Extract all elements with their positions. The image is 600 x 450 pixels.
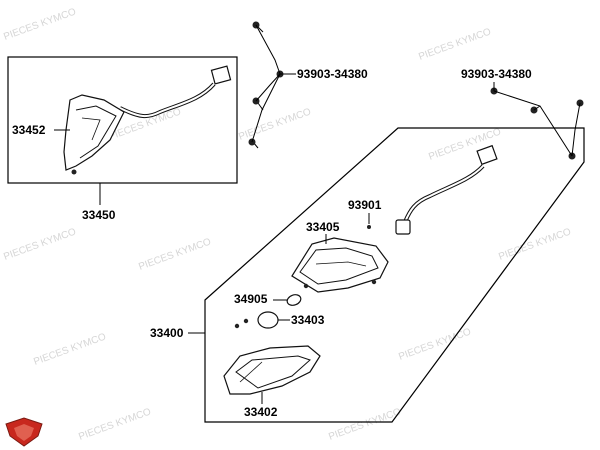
svg-text:PIECES KYMCO: PIECES KYMCO: [77, 406, 153, 442]
screw-top-4: [248, 138, 259, 149]
label-top-screws-ref: 93903-34380: [297, 67, 368, 81]
rear-lamp-outline: [204, 127, 585, 423]
svg-text:PIECES KYMCO: PIECES KYMCO: [327, 406, 403, 442]
rear-lamp-housing: [291, 237, 389, 293]
label-rear-lamp-housing: 33405: [306, 220, 340, 234]
svg-text:PIECES KYMCO: PIECES KYMCO: [32, 331, 108, 367]
svg-text:PIECES KYMCO: PIECES KYMCO: [237, 106, 313, 142]
screw-top-1: [252, 21, 264, 33]
svg-text:PIECES KYMCO: PIECES KYMCO: [497, 226, 573, 262]
brand-shield-logo: [5, 417, 43, 447]
rear-lamp-connector: [476, 144, 498, 166]
label-front-lamp-lens: 33452: [12, 123, 46, 137]
svg-text:PIECES KYMCO: PIECES KYMCO: [397, 326, 473, 362]
label-bulb-holder: 33403: [291, 313, 325, 327]
front-lamp-connector: [210, 65, 232, 85]
rear-bulb-socket: [395, 219, 411, 235]
top-screws-group: 93903-34380: [248, 21, 368, 149]
svg-text:PIECES KYMCO: PIECES KYMCO: [2, 226, 78, 262]
front-lamp-box: [7, 56, 238, 184]
label-rear-lamp-lens: 33402: [244, 405, 278, 419]
rear-bulb: [286, 294, 302, 306]
label-bulb: 34905: [234, 292, 268, 306]
front-lamp-lens: [63, 94, 125, 171]
svg-text:PIECES KYMCO: PIECES KYMCO: [137, 236, 213, 272]
svg-text:PIECES KYMCO: PIECES KYMCO: [417, 26, 493, 62]
right-screws-group: 93903-34380: [461, 67, 584, 160]
rear-bulb-holder: [257, 311, 279, 329]
svg-text:PIECES KYMCO: PIECES KYMCO: [2, 6, 78, 42]
front-lamp-assembly: 33452 33450: [7, 56, 238, 222]
label-right-screws-ref: 93903-34380: [461, 67, 532, 81]
label-rear-lamp-assy: 33400: [150, 326, 184, 340]
rear-lamp-assembly: 93901 33405 34905 33403 33402 33400: [150, 127, 585, 423]
rear-lamp-lens: [223, 345, 321, 395]
label-bulb-socket: 93901: [348, 198, 382, 212]
label-front-lamp-assy: 33450: [82, 208, 116, 222]
